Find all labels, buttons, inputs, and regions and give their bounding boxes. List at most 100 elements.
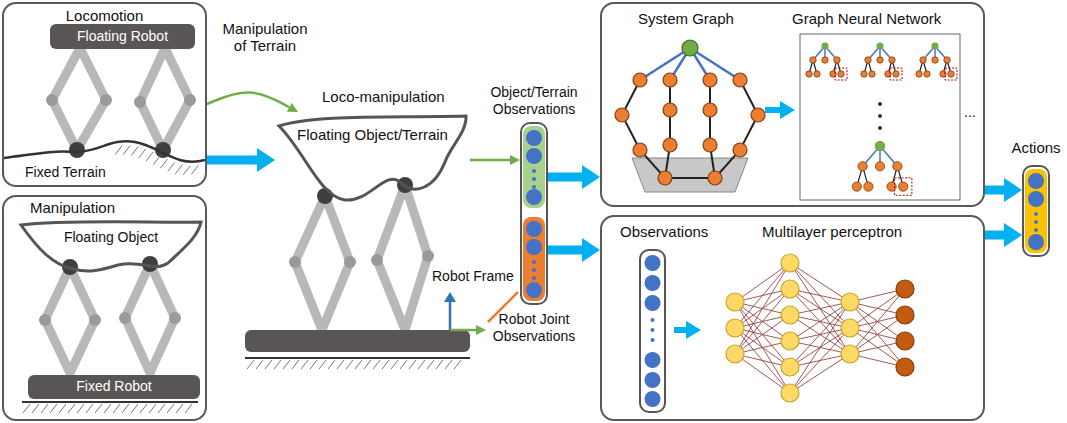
shape-part [526, 148, 542, 164]
flow-arrow [985, 231, 1004, 240]
shape-part [526, 130, 542, 146]
multilayer-perceptron [850, 328, 905, 367]
ground-hatching [123, 145, 130, 154]
mini-graph [945, 68, 957, 80]
ground-hatching [153, 156, 160, 165]
ground-hatching [427, 360, 434, 369]
mini-graph [814, 71, 820, 77]
observation-vector [645, 391, 661, 407]
shape-part [532, 185, 536, 189]
mini-graph [893, 71, 899, 77]
small-arrow [780, 101, 795, 119]
frame-label: Robot Frame [432, 268, 514, 285]
ground-hatching [149, 404, 156, 413]
robot-base [245, 330, 470, 352]
contact-joint [69, 142, 85, 158]
system-graph [622, 80, 758, 178]
gnn-trees [878, 102, 882, 106]
ground-hatching [59, 404, 66, 413]
small-arrow [674, 327, 688, 333]
mini-graph [932, 57, 938, 63]
shape-part [1028, 234, 1044, 250]
shape-part [526, 239, 542, 255]
flow-arrow [207, 156, 257, 165]
multilayer-perceptron [841, 319, 859, 337]
ground-hatching [113, 404, 120, 413]
system-graph [615, 73, 765, 185]
knee-joint [100, 94, 112, 106]
observation-vector [645, 255, 661, 407]
legged-robot [45, 267, 95, 373]
contact-joint [317, 188, 333, 204]
observation-vector-title: Object/Terrain Observations [474, 84, 594, 118]
shape-part [1028, 191, 1044, 207]
ground-hatching [50, 404, 57, 413]
multilayer-perceptron [850, 289, 905, 328]
shape-part [521, 123, 547, 304]
panel-text: Graph Neural Network [792, 10, 941, 27]
shape-part [1028, 173, 1044, 189]
mini-graph [852, 141, 912, 196]
mini-graph [916, 71, 922, 77]
mini-graph [948, 71, 954, 77]
floating-object: Floating Object [18, 219, 204, 275]
multilayer-perceptron [735, 263, 790, 302]
shape-part [523, 217, 545, 301]
ground-hatching [355, 360, 362, 369]
multilayer-perceptron [896, 358, 914, 376]
panel-title: System Graph [638, 10, 734, 27]
observation-vector [645, 275, 661, 291]
system-graph [663, 138, 677, 152]
ground-hatching [175, 165, 182, 174]
ground-hatching [382, 360, 389, 369]
system-graph [703, 138, 717, 152]
multilayer-perceptron [850, 315, 905, 354]
ground-hatching [140, 404, 147, 413]
mini-graph [875, 141, 885, 151]
mini-graph [916, 42, 957, 80]
ground-hatching [319, 360, 326, 369]
vector-outline [1022, 165, 1050, 257]
legged-robot [52, 48, 106, 150]
manipulation-arrow [470, 159, 510, 162]
ground-hatching [256, 360, 263, 369]
mini-graph [838, 71, 844, 77]
mini-graph [806, 42, 847, 80]
mini-graph [877, 57, 883, 63]
observation-vector [645, 295, 661, 311]
multilayer-perceptron [781, 254, 799, 272]
mini-graph [893, 162, 902, 171]
ground-hatching [167, 404, 174, 413]
panel-text: Multilayer perceptron [762, 223, 902, 240]
panel: Floating RobotLocomotion [2, 2, 207, 187]
gnn-box [800, 34, 960, 200]
ground-hatching [168, 162, 175, 171]
gnn-trees [806, 42, 957, 195]
mini-graph [889, 57, 895, 63]
mini-graph [876, 42, 883, 49]
ground-hatching [364, 360, 371, 369]
ground-hatching [68, 404, 75, 413]
mini-graph [875, 162, 884, 171]
robot-frame-axes [476, 325, 486, 335]
multilayer-perceptron [781, 306, 799, 324]
mini-graph [924, 71, 930, 77]
ground-hatching [104, 404, 111, 413]
ground-hatching [146, 152, 153, 161]
ground-hatching [41, 404, 48, 413]
floating-object: Floating Object/Terrain [275, 112, 470, 207]
ground-hatching [310, 360, 317, 369]
flow-arrow [548, 173, 582, 182]
multilayer-perceptron [896, 306, 914, 324]
vector-outline [520, 122, 548, 305]
mini-graph [869, 71, 875, 77]
flow-arrow [985, 186, 1004, 195]
observation-vector-text: Robot Joint Observations [474, 311, 594, 345]
mini-graph [864, 182, 873, 191]
mini-graph [861, 42, 902, 80]
flow-arrow [548, 246, 582, 255]
observation-vector [645, 372, 661, 388]
floating-object-title: Floating Object/Terrain [275, 126, 470, 143]
robot-body: Floating Robot [50, 24, 195, 49]
